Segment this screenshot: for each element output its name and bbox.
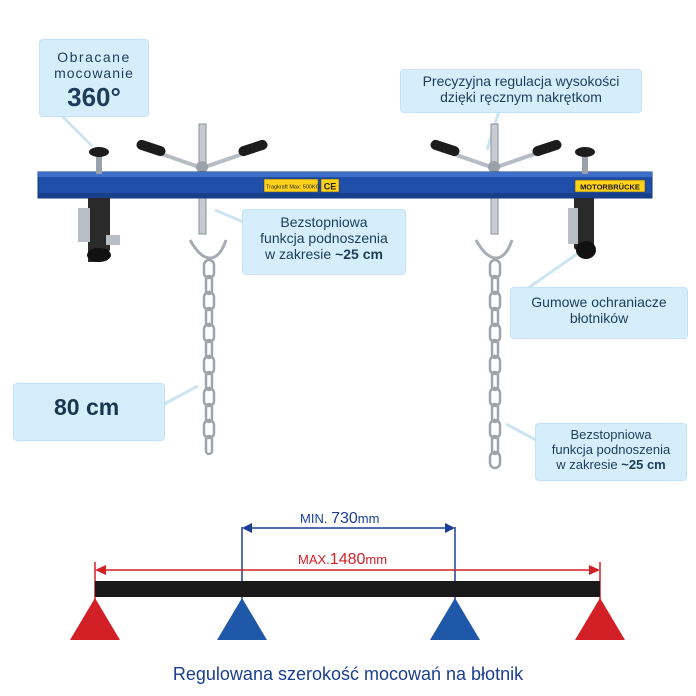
lift-top-callout: Bezstopniowa funkcja podnoszenia w zakre…: [243, 210, 405, 274]
max-left-support: [70, 598, 120, 640]
right-hook: [474, 239, 514, 260]
lift-bottom-range: ~25 cm: [621, 456, 666, 472]
max-width-label: MAX.1480mm: [298, 551, 387, 569]
max-prefix: MAX.: [298, 552, 330, 567]
rotation-degrees: 360°: [67, 82, 121, 113]
lift-bottom-line-2: funkcja podnoszenia: [551, 441, 671, 457]
lift-bottom-pointer: [505, 422, 537, 442]
right-height-handle: [430, 139, 562, 173]
min-unit: mm: [357, 511, 380, 526]
min-width-label: MIN. 730mm: [300, 510, 379, 528]
left-clamp: [78, 147, 120, 262]
support-beam: [37, 171, 653, 199]
lift-bottom-line-1: Bezstopniowa: [570, 427, 652, 442]
min-right-support: [430, 598, 480, 640]
load-sticker: [263, 178, 319, 193]
lift-top-line-2: funkcja podnoszenia: [260, 230, 388, 247]
lift-top-line-1: Bezstopniowa: [280, 214, 368, 230]
left-chain: [202, 258, 216, 456]
rubber-callout: Gumowe ochraniacze błotników: [511, 288, 687, 338]
rotation-callout: Obracane mocowanie 360°: [40, 40, 148, 116]
brand-label: MOTORBRÜCKE: [580, 183, 640, 192]
left-height-handle: [136, 139, 268, 173]
right-clamp: [568, 147, 596, 259]
rotation-pointer: [56, 110, 94, 148]
lift-bottom-prefix: w zakresie: [556, 456, 622, 472]
min-prefix: MIN.: [300, 511, 328, 526]
rubber-line-1: Gumowe ochraniacze: [531, 294, 667, 310]
load-sticker-text: Tragkraft Max: 500KG: [266, 185, 320, 191]
min-left-support: [217, 598, 267, 640]
diagram-beam: [95, 581, 600, 597]
precision-line-1: Precyzyjna regulacja wysokości: [422, 73, 620, 89]
left-hook: [188, 239, 228, 260]
lift-top-pointer: [214, 208, 244, 224]
max-right-support: [575, 598, 625, 640]
max-value: 1480: [329, 551, 366, 568]
rubber-line-2: błotników: [569, 310, 629, 327]
lift-bottom-line-3: w zakresie ~25 cm: [536, 456, 686, 473]
length-value: 80 cm: [54, 394, 120, 420]
right-chain: [488, 258, 502, 470]
length-callout: 80 cm: [14, 384, 164, 440]
rotation-line-2: mocowanie: [54, 65, 134, 82]
lift-bottom-callout: Bezstopniowa funkcja podnoszenia w zakre…: [536, 424, 686, 480]
length-pointer: [163, 384, 199, 406]
lift-top-line-3: w zakresie ~25 cm: [243, 246, 405, 262]
min-value: 730: [331, 510, 358, 527]
precision-callout: Precyzyjna regulacja wysokości dzięki rę…: [401, 70, 641, 112]
rotation-line-1: Obracane: [57, 49, 131, 65]
brand-sticker: [574, 179, 646, 193]
lift-top-range: ~25 cm: [335, 246, 383, 263]
caption: Regulowana szerokość mocowań na błotnik: [172, 664, 524, 684]
ce-sticker: [320, 178, 340, 193]
max-unit: mm: [365, 552, 388, 567]
ce-mark-text: CE: [324, 182, 337, 192]
lift-top-prefix: w zakresie: [265, 246, 336, 263]
precision-line-2: dzięki ręcznym nakrętkom: [440, 89, 602, 106]
